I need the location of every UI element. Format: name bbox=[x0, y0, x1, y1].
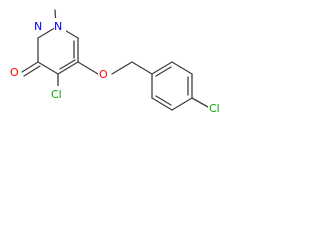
atom-o-ether: O bbox=[99, 68, 108, 81]
atom-n1: N bbox=[34, 20, 42, 33]
bond-ar5-ar6 bbox=[151, 97, 173, 111]
bond-ar-double-3 bbox=[155, 95, 172, 106]
bond-oether-ch2 bbox=[111, 61, 133, 75]
atom-cl-para: Cl bbox=[209, 102, 220, 115]
bond-c4-c3-double bbox=[59, 59, 76, 70]
bond-c5-c4 bbox=[37, 61, 59, 75]
bond-ar4-cl bbox=[191, 97, 209, 108]
bond-carbonyl-1 bbox=[21, 61, 39, 73]
bond-ar4-ar5 bbox=[171, 97, 193, 111]
bond-c3-oether bbox=[77, 61, 99, 75]
atom-n2: N bbox=[54, 20, 62, 33]
atom-cl-ring: Cl bbox=[51, 88, 62, 101]
bond-ar1-ar2 bbox=[151, 61, 173, 75]
bonds bbox=[21, 9, 209, 111]
bond-carbonyl-2 bbox=[23, 65, 41, 77]
molecule-structure-diagram: N N O Cl O Cl bbox=[9, 9, 226, 115]
bond-c4-c3 bbox=[57, 61, 79, 75]
atom-o-carbonyl: O bbox=[10, 66, 19, 79]
bond-ch2-aryl bbox=[131, 61, 153, 75]
atom-labels: N N O Cl O Cl bbox=[9, 18, 226, 115]
bond-ar-double-1 bbox=[155, 66, 172, 77]
bond-ar2-ar3 bbox=[171, 61, 193, 75]
